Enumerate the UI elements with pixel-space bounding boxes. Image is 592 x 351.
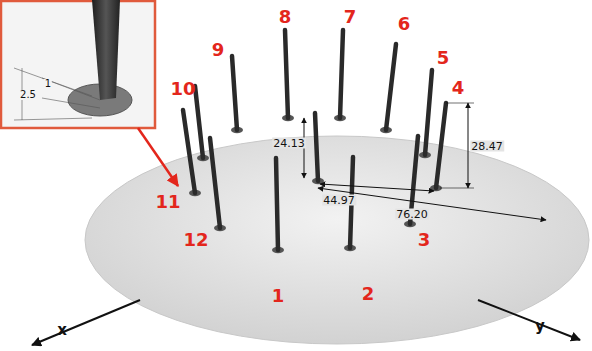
axis-label: x (57, 323, 67, 338)
dimension-line (318, 188, 546, 220)
callout-number: 1 (272, 287, 285, 305)
callout-number: 11 (155, 193, 180, 211)
inset-pointer (138, 128, 178, 186)
rod (425, 70, 432, 155)
rod (315, 113, 318, 181)
dimension-line (320, 184, 434, 191)
callout-number: 4 (452, 79, 465, 97)
rods (183, 30, 446, 253)
axis-label: y (535, 319, 545, 334)
callout-number: 5 (437, 49, 450, 67)
dimension: 76.20 (395, 209, 429, 220)
callout-number: 3 (418, 231, 431, 249)
dimension: 28.47 (470, 141, 504, 152)
extension-line (446, 103, 474, 104)
callout-number: 2 (362, 285, 375, 303)
rod (386, 44, 396, 130)
inset-rod (92, 0, 120, 100)
inset-dimension: 2.5 (19, 90, 37, 100)
rod (340, 30, 343, 118)
callout-number: 6 (398, 15, 411, 33)
callout-number: 8 (279, 8, 292, 26)
rod (276, 158, 278, 250)
inset-dim (42, 98, 100, 108)
dimension: 44.97 (322, 195, 356, 206)
rod (195, 86, 203, 158)
rod (285, 30, 288, 118)
inset-dim (42, 78, 100, 100)
rod (436, 103, 446, 188)
rod (183, 110, 195, 193)
dimension-line (468, 103, 469, 188)
x-axis (32, 300, 140, 345)
callout-number: 10 (170, 80, 195, 98)
callout-number: 7 (344, 8, 357, 26)
callout-number: 9 (212, 41, 225, 59)
rod (210, 138, 220, 228)
extension-line (440, 188, 474, 189)
dimension: 24.13 (272, 138, 306, 149)
inset-dim (14, 118, 92, 120)
base-disc (85, 136, 589, 344)
callout-number: 12 (183, 231, 208, 249)
inset-frame (1, 1, 155, 128)
rod (232, 56, 237, 130)
y-axis (478, 300, 580, 340)
inset-dimension: 1 (44, 79, 52, 89)
